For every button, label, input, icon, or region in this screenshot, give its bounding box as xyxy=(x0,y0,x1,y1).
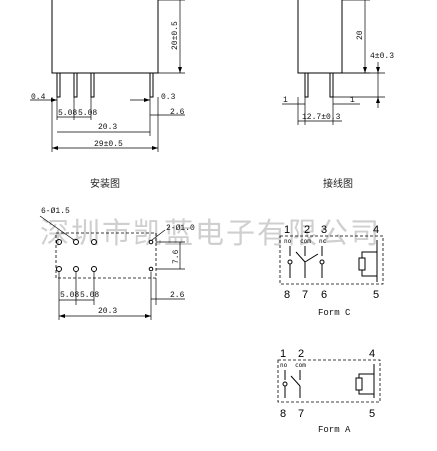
dim-span: 20.3 xyxy=(98,123,117,132)
dim-holes: 6-Ø1.5 xyxy=(41,207,70,216)
wiring-dim-pitch: 12.7±0.3 xyxy=(302,113,341,122)
pcb-dim-pitch-2: 5.08 xyxy=(80,291,99,300)
form-c-pin-6: 6 xyxy=(321,289,327,301)
pcb-layout-view: 6-Ø1.5 2-Ø1.0 7.6 5.08 5.08 2.6 20.3 xyxy=(39,207,195,320)
form-a-pin-4: 4 xyxy=(369,348,375,360)
form-a-pin-5: 5 xyxy=(369,408,375,420)
dim-right-gap: 2.6 xyxy=(170,108,185,117)
form-a-pin-1: 1 xyxy=(280,348,286,360)
form-c-pin-1: 1 xyxy=(284,224,290,236)
pcb-holes xyxy=(56,239,154,272)
form-a-coil-icon xyxy=(355,364,375,398)
dim-hole2: 2-Ø1.0 xyxy=(166,224,195,233)
form-a-pin-8: 8 xyxy=(280,408,286,420)
wiring-dim-pin: 4±0.3 xyxy=(370,52,394,61)
form-c-caption: Form C xyxy=(318,308,351,318)
form-c-contact-nc: nc xyxy=(319,238,327,245)
mounting-caption: 安装图 xyxy=(90,177,120,190)
form-c-contact-no: no xyxy=(284,238,292,245)
dim-length: 29±0.5 xyxy=(94,140,123,149)
dim-height: 20±0.5 xyxy=(171,21,180,50)
form-a-outline xyxy=(277,359,381,403)
pcb-outline xyxy=(55,232,157,279)
form-a-diagram: 1 2 4 no com 8 7 5 Form A xyxy=(277,348,381,435)
dim-left-offset: 0.4 xyxy=(31,93,46,102)
form-c-switch xyxy=(287,246,325,278)
form-a-caption: Form A xyxy=(318,425,351,435)
form-c-pin-8: 8 xyxy=(284,289,290,301)
form-c-pin-5: 5 xyxy=(373,289,379,301)
form-a-contact-no: no xyxy=(280,362,288,369)
wiring-caption: 接线图 xyxy=(323,177,353,190)
dim-right-offset: 0.3 xyxy=(161,93,176,102)
form-c-diagram: 1 2 3 4 no com nc 8 7 6 5 Form C xyxy=(279,224,384,318)
dim-pitch-2: 5.08 xyxy=(78,109,97,118)
pcb-dim-gap: 2.6 xyxy=(170,291,185,300)
side-body-outline xyxy=(297,0,343,74)
form-c-coil-icon xyxy=(358,240,378,282)
form-a-pin-7: 7 xyxy=(298,408,304,420)
wiring-dim-right: 1 xyxy=(350,96,355,105)
form-c-outline xyxy=(279,235,384,285)
dim-pitch-1: 5.08 xyxy=(58,109,77,118)
form-c-contact-com: com xyxy=(300,238,311,245)
form-a-switch xyxy=(282,370,301,398)
form-c-pin-4: 4 xyxy=(373,224,379,236)
form-a-pin-2: 2 xyxy=(298,348,304,360)
form-a-contact-com: com xyxy=(295,362,306,369)
form-c-pin-2: 2 xyxy=(304,224,310,236)
wiring-dim-left: 1 xyxy=(283,96,288,105)
pcb-dim-span: 20.3 xyxy=(98,307,117,316)
wiring-view: 20 4±0.3 1 1 12.7±0.3 接线图 xyxy=(282,0,394,190)
pcb-dim-pitch-1: 5.08 xyxy=(60,291,79,300)
form-c-pin-3: 3 xyxy=(321,224,327,236)
relay-body-outline xyxy=(51,0,159,74)
dim-v: 7.6 xyxy=(172,249,181,264)
relay-pins xyxy=(56,72,154,98)
form-c-pin-7: 7 xyxy=(302,289,308,301)
wiring-dim-height: 20 xyxy=(356,30,365,40)
mounting-view: 20±0.5 0.4 5.08 5.08 0.3 2.6 20.3 29±0.5… xyxy=(30,0,185,190)
